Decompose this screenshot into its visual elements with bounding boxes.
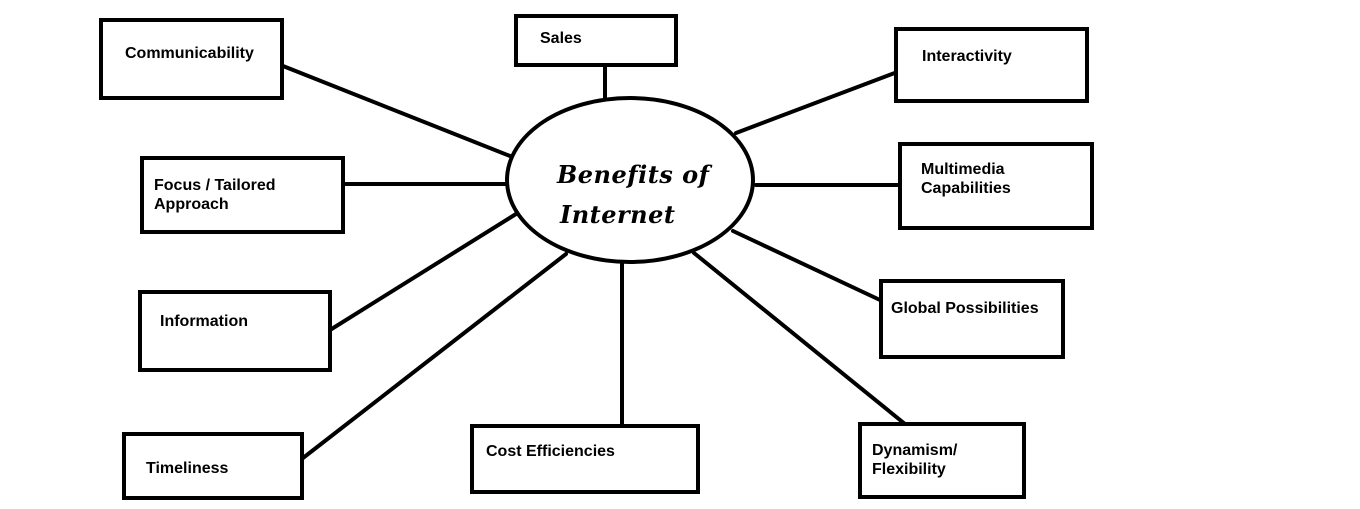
label-focus-tailored-approach: Focus / Tailored Approach — [154, 177, 276, 213]
box-cost-efficiencies — [470, 424, 700, 494]
label-multimedia-capabilities: Multimedia Capabilities — [921, 161, 1011, 197]
box-interactivity — [894, 27, 1089, 103]
connector-global — [731, 229, 882, 302]
box-information — [138, 290, 332, 372]
box-timeliness — [122, 432, 304, 500]
hub-title-line1: Benefits of — [557, 160, 710, 189]
box-global-possibilities — [879, 279, 1065, 359]
label-dynamism-flexibility: Dynamism/ Flexibility — [872, 442, 958, 478]
box-multimedia-capabilities — [898, 142, 1094, 230]
box-dynamism-flexibility — [858, 422, 1026, 499]
hub-ellipse — [505, 96, 755, 264]
label-cost-efficiencies: Cost Efficiencies — [486, 443, 615, 460]
connector-interactivity — [734, 69, 902, 135]
hub-title-line2: Internet — [560, 200, 676, 229]
label-interactivity: Interactivity — [922, 48, 1012, 65]
box-focus-tailored-approach — [140, 156, 345, 234]
label-global-possibilities: Global Possibilities — [891, 300, 1039, 317]
connector-dynamism — [692, 251, 907, 426]
label-sales: Sales — [540, 30, 582, 47]
box-communicability — [99, 18, 284, 100]
label-timeliness: Timeliness — [146, 460, 229, 477]
label-communicability: Communicability — [125, 45, 254, 62]
connector-timeliness — [301, 252, 568, 460]
box-sales — [514, 14, 678, 67]
connector-information — [328, 212, 518, 332]
label-information: Information — [160, 313, 248, 330]
connector-communicability — [281, 64, 512, 158]
